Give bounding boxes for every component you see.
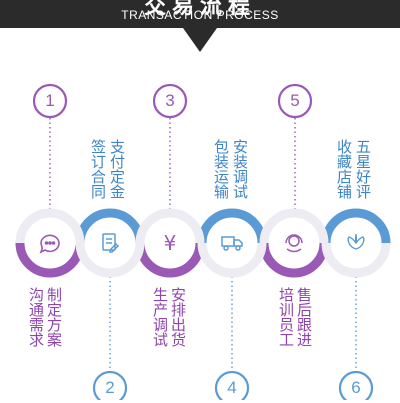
truck-icon xyxy=(221,236,243,251)
header-notch xyxy=(183,28,217,52)
yen-icon: ¥ xyxy=(164,231,177,255)
step6-text-a: 收藏店铺 xyxy=(335,139,353,199)
header-title: 交易流程 xyxy=(143,0,256,19)
step3-text-b: 安排出货 xyxy=(169,287,187,347)
step-number-4: 4 xyxy=(227,378,237,397)
step2-text-a: 签订合同 xyxy=(89,139,107,199)
flower-icon xyxy=(347,233,365,250)
step-number-5: 5 xyxy=(290,91,300,110)
step3-text-a: 生产调试 xyxy=(151,287,169,347)
support-icon xyxy=(285,234,303,253)
step1-text-a: 沟通需求 xyxy=(27,287,45,347)
step2-text-b: 支付定金 xyxy=(108,139,126,199)
step-disc-3 xyxy=(148,221,192,265)
step5-text-a: 培训员工 xyxy=(277,287,295,347)
header-subtitle: TRANSACTION PROCESS xyxy=(121,8,279,22)
step4-text-b: 安装调试 xyxy=(231,139,249,199)
step1-text-b: 制定方案 xyxy=(45,287,63,347)
number-circle-5 xyxy=(277,83,313,119)
step-disc-5 xyxy=(272,221,316,265)
number-circle-2 xyxy=(92,370,128,400)
step-number-6: 6 xyxy=(351,378,361,397)
step5-text-b: 售后跟进 xyxy=(295,287,313,347)
step-disc-4 xyxy=(210,221,254,265)
step4-text-a: 包装运输 xyxy=(212,139,230,199)
step-number-3: 3 xyxy=(165,91,175,110)
step-number-1: 1 xyxy=(45,91,55,110)
number-circle-3 xyxy=(152,83,188,119)
header-bar: 交易流程 TRANSACTION PROCESS xyxy=(0,0,400,28)
number-circle-4 xyxy=(214,370,250,400)
chat-icon xyxy=(39,234,60,254)
number-circle-6 xyxy=(338,370,374,400)
step6-text-b: 五星好评 xyxy=(354,139,372,199)
step-number-2: 2 xyxy=(105,378,115,397)
contract-icon xyxy=(102,233,120,253)
number-circle-1 xyxy=(32,83,68,119)
